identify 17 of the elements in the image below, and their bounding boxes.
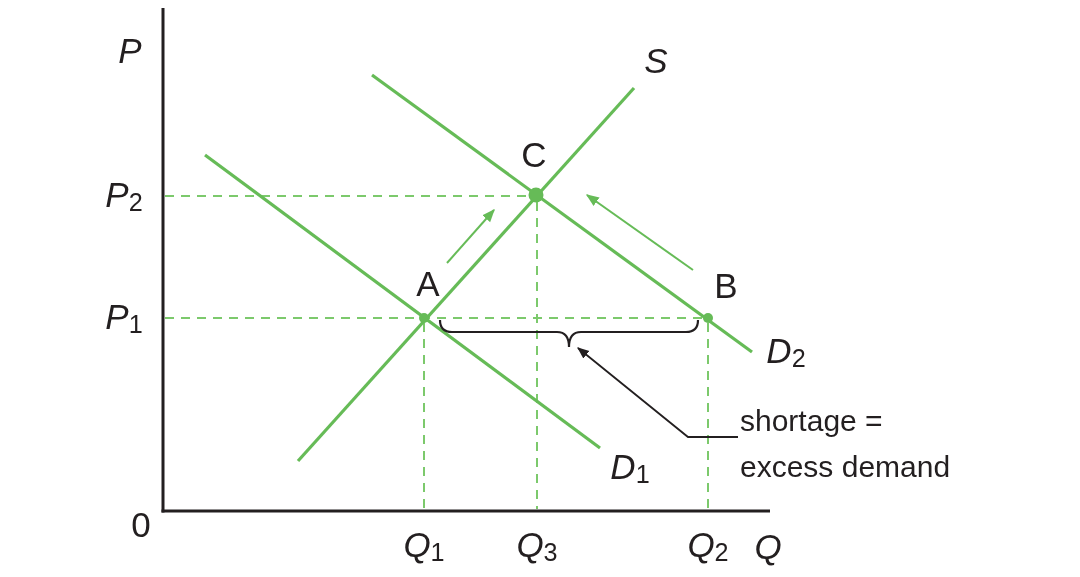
curve-label: D$_{2}$ [766,333,806,371]
curve-label: D$_{1}$ [610,449,650,487]
tick-label: P$_{2}$ [105,177,143,215]
point-label: A [416,265,440,301]
tick-label: P$_{1}$ [105,299,143,337]
tick-label: Q$_{2}$ [687,527,729,565]
point-label: B [714,267,738,303]
tick-label: 0 [131,506,151,542]
tick-label: Q$_{1}$ [403,527,445,565]
axis-label: P [118,32,142,68]
brace [438,318,700,348]
curve-label: S [644,42,668,78]
callout-text: shortage = excess demand [740,403,952,485]
leader-line [577,347,739,438]
tick-label: Q$_{3}$ [516,527,558,565]
axis-label: Q [754,528,782,564]
point-label: C [521,136,547,172]
